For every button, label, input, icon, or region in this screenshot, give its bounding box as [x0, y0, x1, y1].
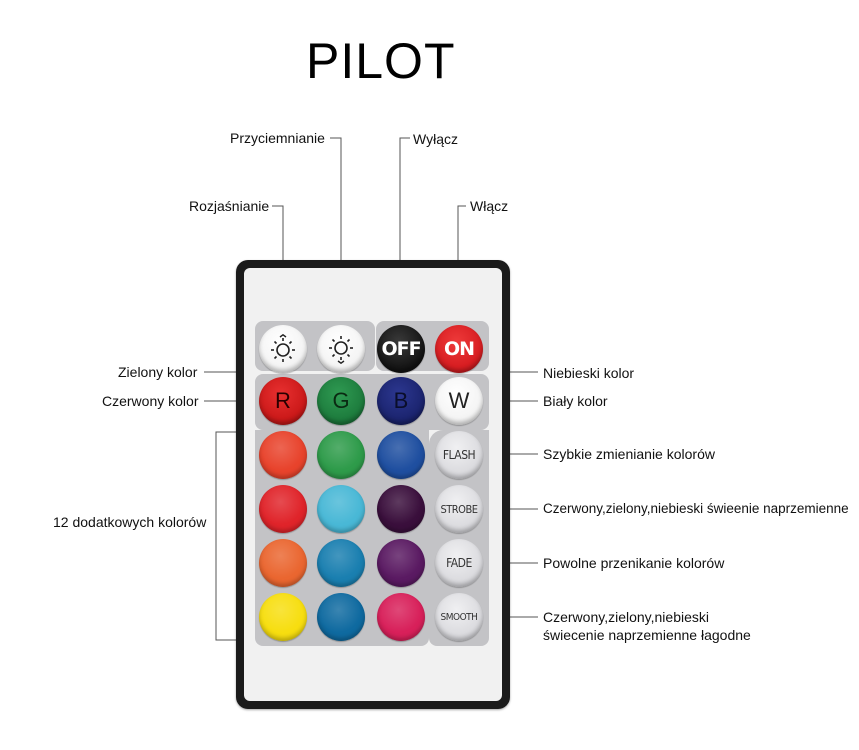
color-button-6[interactable]	[377, 485, 425, 533]
label-off: Wyłącz	[413, 131, 458, 147]
label-strobe: Czerwony,zielony,niebieski świeenie napr…	[543, 501, 849, 516]
label-smooth-line2: świecenie naprzemienne łagodne	[543, 627, 751, 643]
label-white: Biały kolor	[543, 393, 608, 409]
label-brighten: Rozjaśnianie	[189, 198, 270, 214]
green-button[interactable]: G	[317, 377, 365, 425]
color-button-4[interactable]	[259, 485, 307, 533]
sun-down-icon	[329, 336, 353, 364]
smooth-button[interactable]: SMOOTH	[435, 593, 483, 641]
color-button-12[interactable]	[377, 593, 425, 641]
white-button[interactable]: W	[435, 377, 483, 425]
label-fade: Powolne przenikanie kolorów	[543, 555, 725, 571]
color-button-3[interactable]	[377, 431, 425, 479]
fade-button[interactable]: FADE	[435, 539, 483, 587]
label-blue: Niebieski kolor	[543, 365, 635, 381]
label-dim: Przyciemnianie	[230, 130, 325, 146]
label-extra-colors: 12 dodatkowych kolorów	[53, 514, 207, 530]
color-button-9[interactable]	[377, 539, 425, 587]
color-button-2[interactable]	[317, 431, 365, 479]
sun-up-icon	[271, 334, 295, 362]
color-button-10[interactable]	[259, 593, 307, 641]
color-button-5[interactable]	[317, 485, 365, 533]
off-button[interactable]: OFF	[377, 325, 425, 373]
flash-button[interactable]: FLASH	[435, 431, 483, 479]
label-red: Czerwony kolor	[102, 393, 199, 409]
on-button[interactable]: ON	[435, 325, 483, 373]
label-on: Włącz	[470, 198, 509, 214]
brighten-button[interactable]	[259, 325, 307, 373]
blue-button[interactable]: B	[377, 377, 425, 425]
color-button-1[interactable]	[259, 431, 307, 479]
red-button[interactable]: R	[259, 377, 307, 425]
strobe-button[interactable]: STROBE	[435, 485, 483, 533]
page-title: PILOT	[306, 33, 456, 89]
color-button-11[interactable]	[317, 593, 365, 641]
label-green: Zielony kolor	[118, 364, 198, 380]
label-smooth-line1: Czerwony,zielony,niebieski	[543, 609, 709, 625]
color-button-8[interactable]	[317, 539, 365, 587]
label-flash: Szybkie zmienianie kolorów	[543, 446, 715, 462]
color-button-7[interactable]	[259, 539, 307, 587]
dim-button[interactable]	[317, 325, 365, 373]
